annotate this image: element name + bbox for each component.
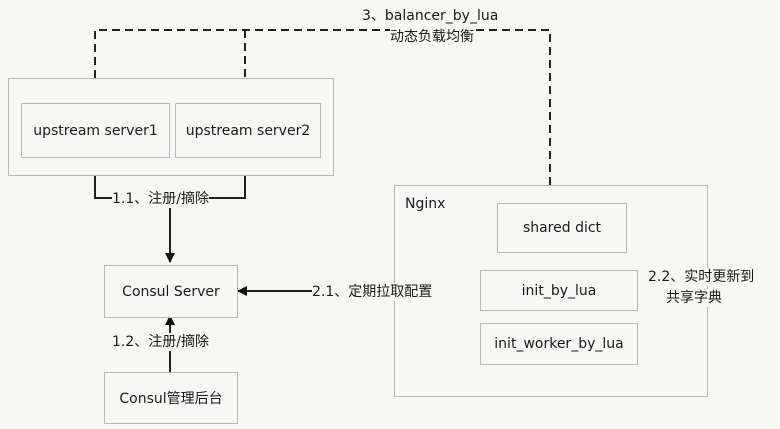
- balancer-dashed-connector: [90, 29, 551, 185]
- balancer-label-line2: 动态负载均衡: [390, 28, 474, 46]
- init-worker-by-lua-node: init_worker_by_lua: [480, 323, 638, 365]
- upstream-server1-label: upstream server1: [33, 122, 158, 139]
- upstream-server2-node: upstream server2: [175, 103, 321, 158]
- init-by-lua-label: init_by_lua: [521, 282, 597, 299]
- consul-admin-label: Consul管理后台: [119, 391, 223, 407]
- balancer-label-line1: 3、balancer_by_lua: [362, 7, 499, 25]
- init-worker-by-lua-label: init_worker_by_lua: [494, 336, 624, 352]
- pull-config-label: 2.1、定期拉取配置: [312, 283, 433, 301]
- upstream-server2-label: upstream server2: [185, 122, 311, 139]
- shared-dict-node: shared dict: [497, 203, 627, 253]
- consul-admin-node: Consul管理后台: [104, 372, 238, 424]
- upstream-server1-node: upstream server1: [21, 103, 170, 158]
- update-dict-label-line2: 共享字典: [666, 289, 722, 307]
- nginx-title: Nginx: [405, 196, 446, 212]
- admin-register-label: 1.2、注册/摘除: [112, 333, 209, 351]
- shared-dict-label: shared dict: [522, 220, 602, 236]
- upstream-register-label: 1.1、注册/摘除: [112, 190, 209, 208]
- consul-server-node: Consul Server: [104, 265, 238, 318]
- consul-server-label: Consul Server: [122, 283, 220, 300]
- init-by-lua-node: init_by_lua: [480, 270, 638, 311]
- update-dict-label-line1: 2.2、实时更新到: [648, 268, 755, 286]
